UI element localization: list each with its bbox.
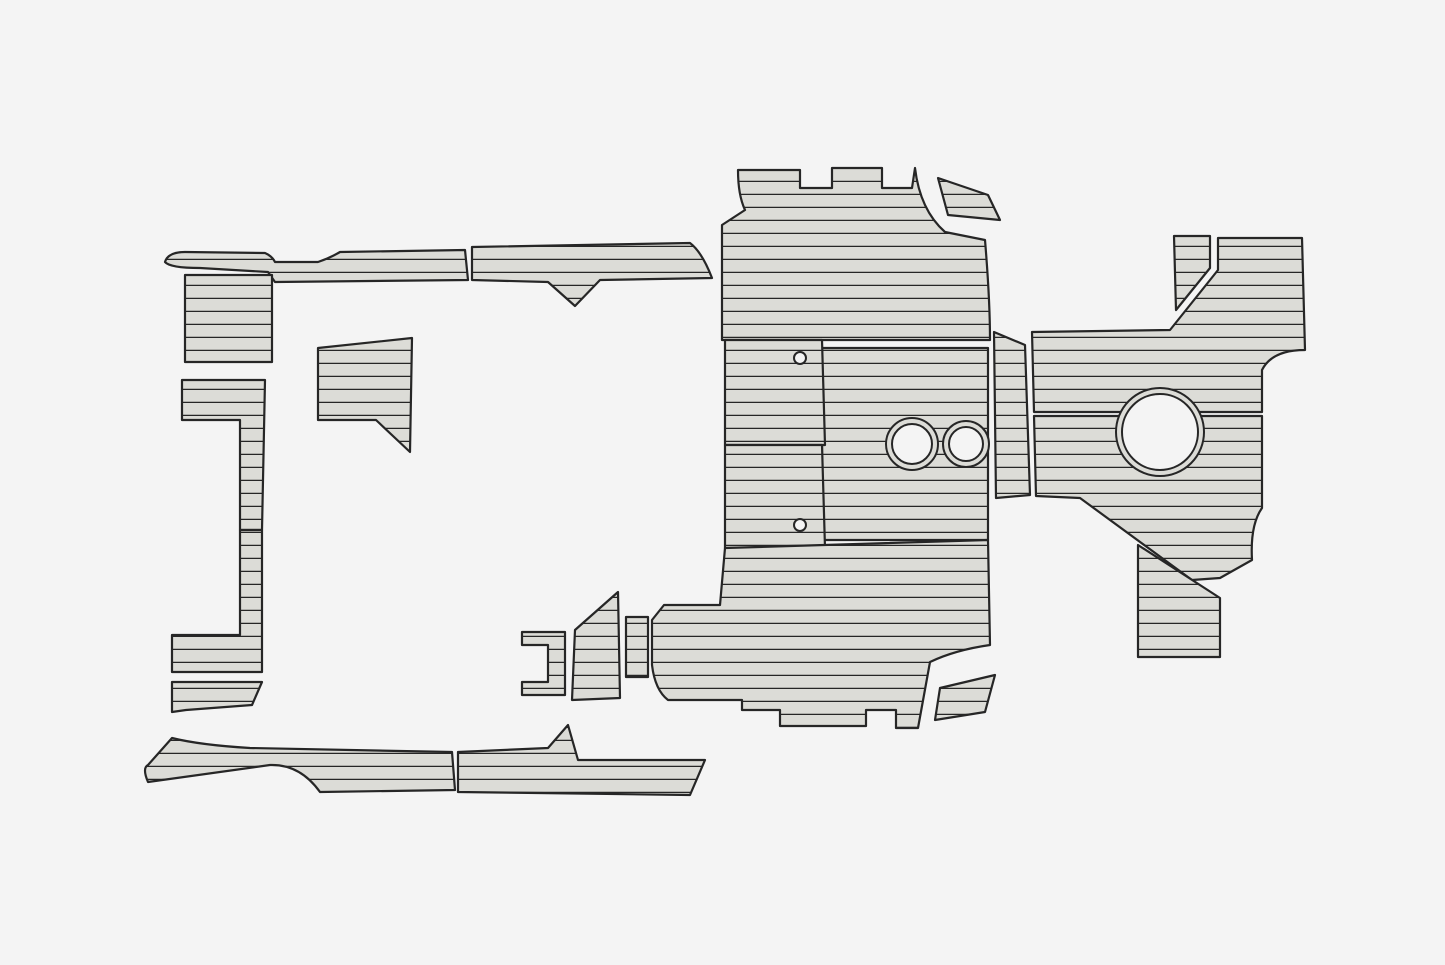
- bottom-small-tab-pad: [933, 673, 997, 722]
- left-side-bottom-tab-pad: [170, 680, 264, 714]
- small-square-pad-pad: [624, 615, 650, 679]
- round-fitting-left: [885, 417, 939, 471]
- bottom-gunwale-aft-pad: [456, 723, 707, 797]
- stern-lower-pad: [1032, 414, 1264, 582]
- top-small-tab-pad: [936, 176, 1002, 222]
- stern-corner-upper-pad: [1172, 234, 1212, 312]
- round-cutout-stern: [1115, 387, 1205, 477]
- round-fitting-right: [942, 420, 990, 468]
- left-side-lower-channel-pad: [170, 528, 264, 674]
- main-deck-left-bottom-pad: [723, 443, 827, 550]
- stern-upper-pad: [1030, 236, 1307, 414]
- narrow-vertical-strip-pad: [992, 330, 1032, 500]
- fastener-hole-2: [793, 518, 807, 532]
- small-c-pad-pad: [520, 630, 567, 697]
- fastener-hole-1: [793, 351, 807, 365]
- main-deck-lower-pad: [650, 538, 992, 730]
- left-gunwale-top-forward-pad: [163, 248, 470, 284]
- small-triangle-pad-pad: [570, 590, 622, 702]
- left-side-long-channel-pad: [180, 378, 267, 532]
- main-deck-left-top-pad: [723, 338, 827, 447]
- left-side-upper-panel-pad: [183, 273, 274, 364]
- stern-lower-extension-pad: [1136, 543, 1222, 659]
- main-deck-upper-pad: [720, 166, 992, 342]
- left-gunwale-top-aft-pad: [470, 241, 714, 308]
- small-wedge-panel-pad: [316, 336, 414, 454]
- bottom-gunwale-forward-pad: [143, 736, 457, 794]
